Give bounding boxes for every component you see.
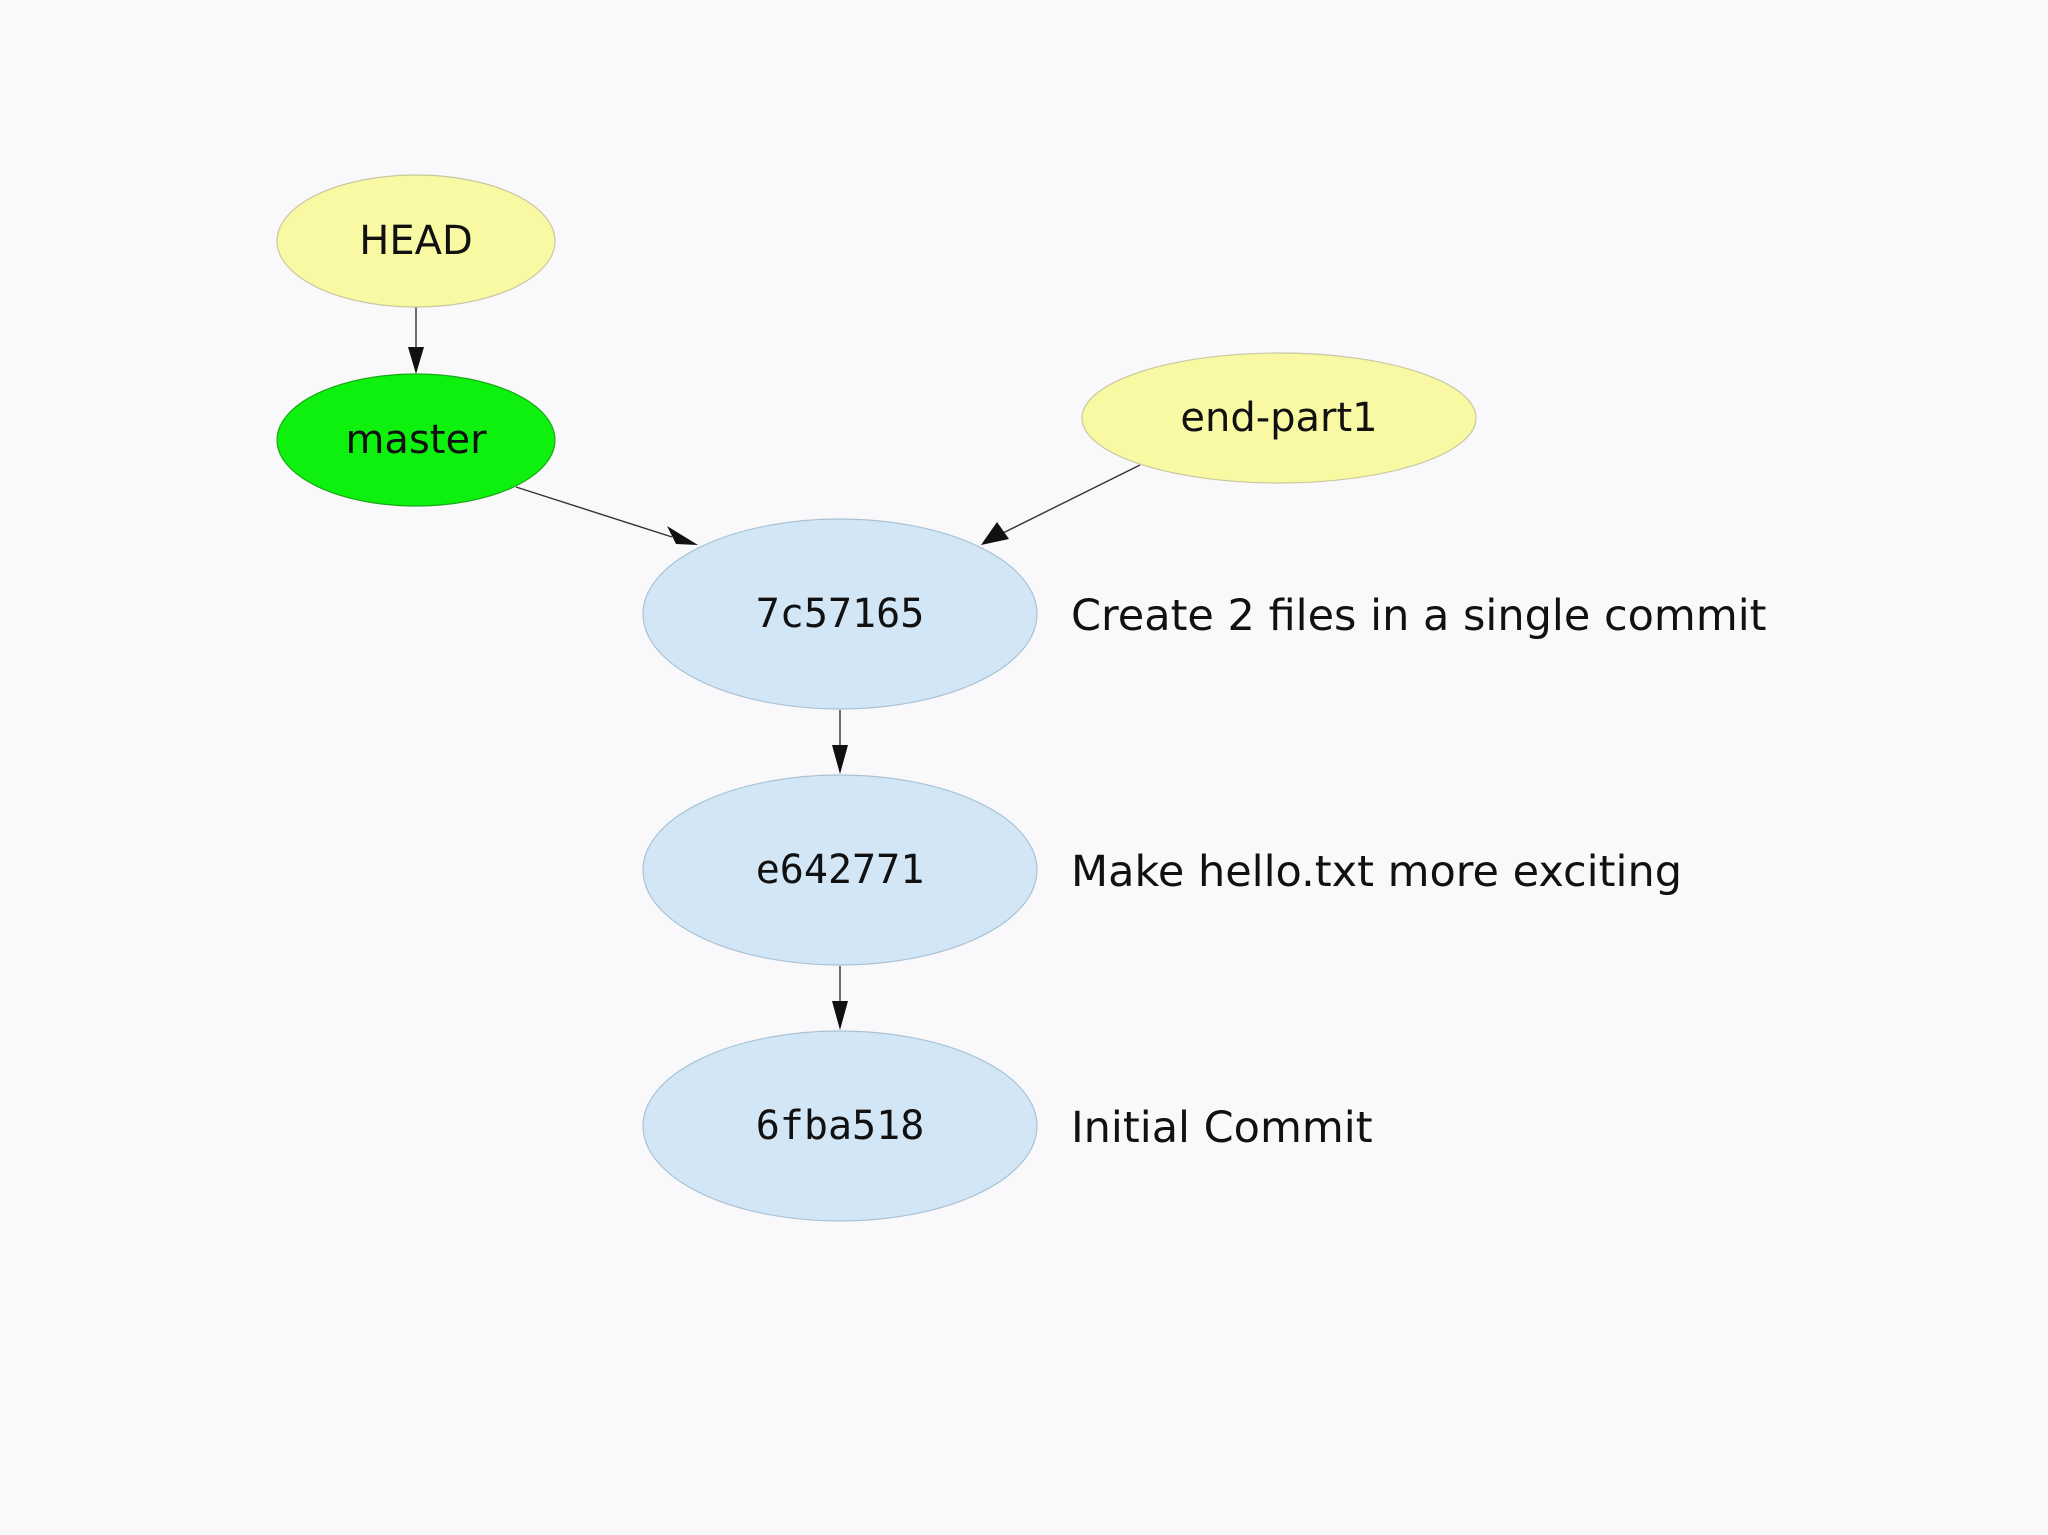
ref-node-master-shape [276, 373, 556, 507]
ref-node-head-shape [276, 174, 556, 308]
ref-node-end-part1-label: end-part1 [1180, 395, 1377, 441]
commit-hash: e642771 [756, 847, 925, 893]
commit-node[interactable]: 6fba518 Initial Commit [642, 1030, 1373, 1222]
ref-node-master[interactable]: master [276, 373, 556, 507]
ref-node-head-label: HEAD [359, 218, 473, 264]
commit-node[interactable]: 7c57165 Create 2 files in a single commi… [642, 518, 1767, 710]
commit-message: Create 2 files in a single commit [1071, 591, 1767, 641]
ref-node-head[interactable]: HEAD [276, 174, 556, 308]
ref-node-master-label: master [345, 417, 487, 463]
edge-master-to-7c57165 [515, 486, 698, 545]
commit-message: Make hello.txt more exciting [1071, 847, 1682, 897]
edge-7c57165-to-e642771 [832, 710, 848, 774]
commit-hash: 7c57165 [756, 591, 925, 637]
ref-node-end-part1-shape [1081, 352, 1477, 484]
edge-end-part1-to-7c57165 [981, 464, 1141, 545]
commit-hash: 6fba518 [756, 1103, 925, 1149]
ref-node-end-part1[interactable]: end-part1 [1081, 352, 1477, 484]
edge-e642771-to-6fba518 [832, 966, 848, 1030]
commit-node[interactable]: e642771 Make hello.txt more exciting [642, 774, 1682, 966]
commit-node-shape [642, 774, 1038, 966]
commit-node-shape [642, 518, 1038, 710]
edge-head-to-master [408, 307, 424, 374]
commit-node-shape [642, 1030, 1038, 1222]
commit-message: Initial Commit [1071, 1103, 1373, 1153]
